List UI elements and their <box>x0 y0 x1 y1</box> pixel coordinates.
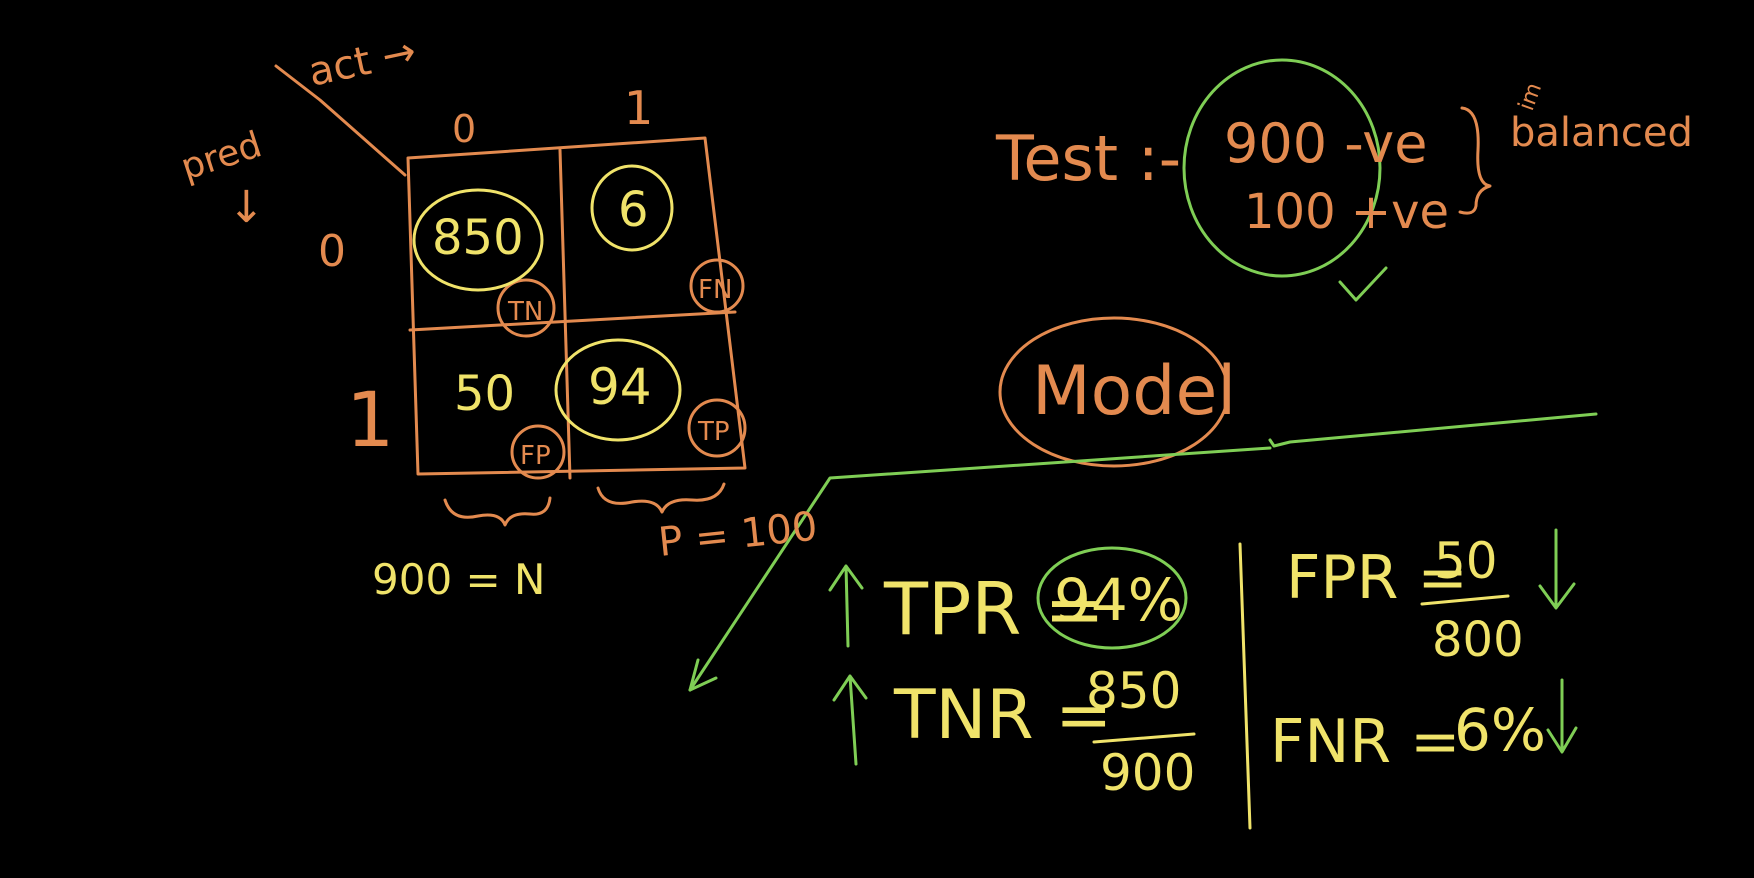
fp-tag-circle <box>510 424 566 480</box>
tpr-value-circle <box>1036 546 1188 650</box>
fn-value-circle <box>590 164 674 252</box>
n-brace <box>443 496 552 527</box>
model-circle <box>998 316 1230 468</box>
model-output-line <box>1268 412 1598 448</box>
tnr-up-arrow <box>832 674 868 766</box>
tp-value: 94 <box>588 358 652 416</box>
tpr-label: TPR = <box>883 567 1105 651</box>
test-note-balanced: balanced <box>1510 110 1693 156</box>
pred-down-arrow: ↓ <box>228 182 265 233</box>
tp-tag-circle <box>687 398 747 458</box>
tnr-label: TNR = <box>893 676 1112 755</box>
tpr-value: 94% <box>1054 566 1183 634</box>
tn-tag-circle <box>496 278 556 338</box>
col1-label: 1 <box>624 81 653 135</box>
matrix-diagonal-header-line <box>274 64 407 177</box>
model-output-line-left <box>688 446 1272 692</box>
model-output-arrowhead <box>688 658 718 692</box>
metrics-vertical-divider <box>1238 542 1252 830</box>
row1-label: 1 <box>346 375 394 464</box>
test-note-im: im <box>1514 80 1547 114</box>
matrix-outer-border <box>406 136 747 476</box>
row0-label: 0 <box>318 226 346 277</box>
matrix-strokes <box>274 64 1388 527</box>
fn-value: 6 <box>618 182 649 238</box>
fpr-denominator: 800 <box>1432 612 1524 668</box>
tn-tag: TN <box>507 297 543 327</box>
tnr-denominator: 900 <box>1100 744 1195 802</box>
fpr-down-arrow <box>1538 528 1576 610</box>
test-pos-count: 100 +ve <box>1244 184 1449 240</box>
fpr-fraction-bar <box>1420 594 1510 606</box>
pred-label: pred <box>176 124 267 188</box>
test-counts-circle <box>1182 58 1382 278</box>
col0-label: 0 <box>452 107 476 151</box>
model-label: Model <box>1032 352 1236 431</box>
p-total: P = 100 <box>656 504 819 566</box>
p-brace <box>596 482 726 514</box>
tn-value-circle <box>412 188 544 292</box>
n-total: 900 = N <box>372 555 545 604</box>
matrix-horizontal-divider <box>408 310 737 332</box>
tnr-numerator: 850 <box>1086 662 1181 720</box>
fnr-down-arrow <box>1546 678 1578 754</box>
balanced-brace <box>1458 106 1492 215</box>
fp-tag: FP <box>520 441 551 471</box>
tnr-fraction-bar <box>1092 732 1196 744</box>
tn-value: 850 <box>432 210 524 266</box>
act-label: act → <box>305 28 421 96</box>
fnr-label: FNR = <box>1270 707 1460 777</box>
fn-tag: FN <box>698 275 732 305</box>
tpr-up-arrow <box>828 564 864 648</box>
fpr-numerator: 50 <box>1434 532 1498 590</box>
matrix-vertical-divider <box>558 148 572 480</box>
fp-value: 50 <box>454 366 515 422</box>
test-label: Test :- <box>995 122 1181 195</box>
check-mark-test <box>1338 266 1388 302</box>
tp-value-circle <box>554 338 682 442</box>
fpr-label: FPR = <box>1286 543 1468 613</box>
test-neg-count: 900 -ve <box>1224 112 1427 175</box>
fn-tag-circle <box>689 258 745 314</box>
tp-tag: TP <box>697 417 730 447</box>
fnr-value: 6% <box>1454 696 1546 764</box>
